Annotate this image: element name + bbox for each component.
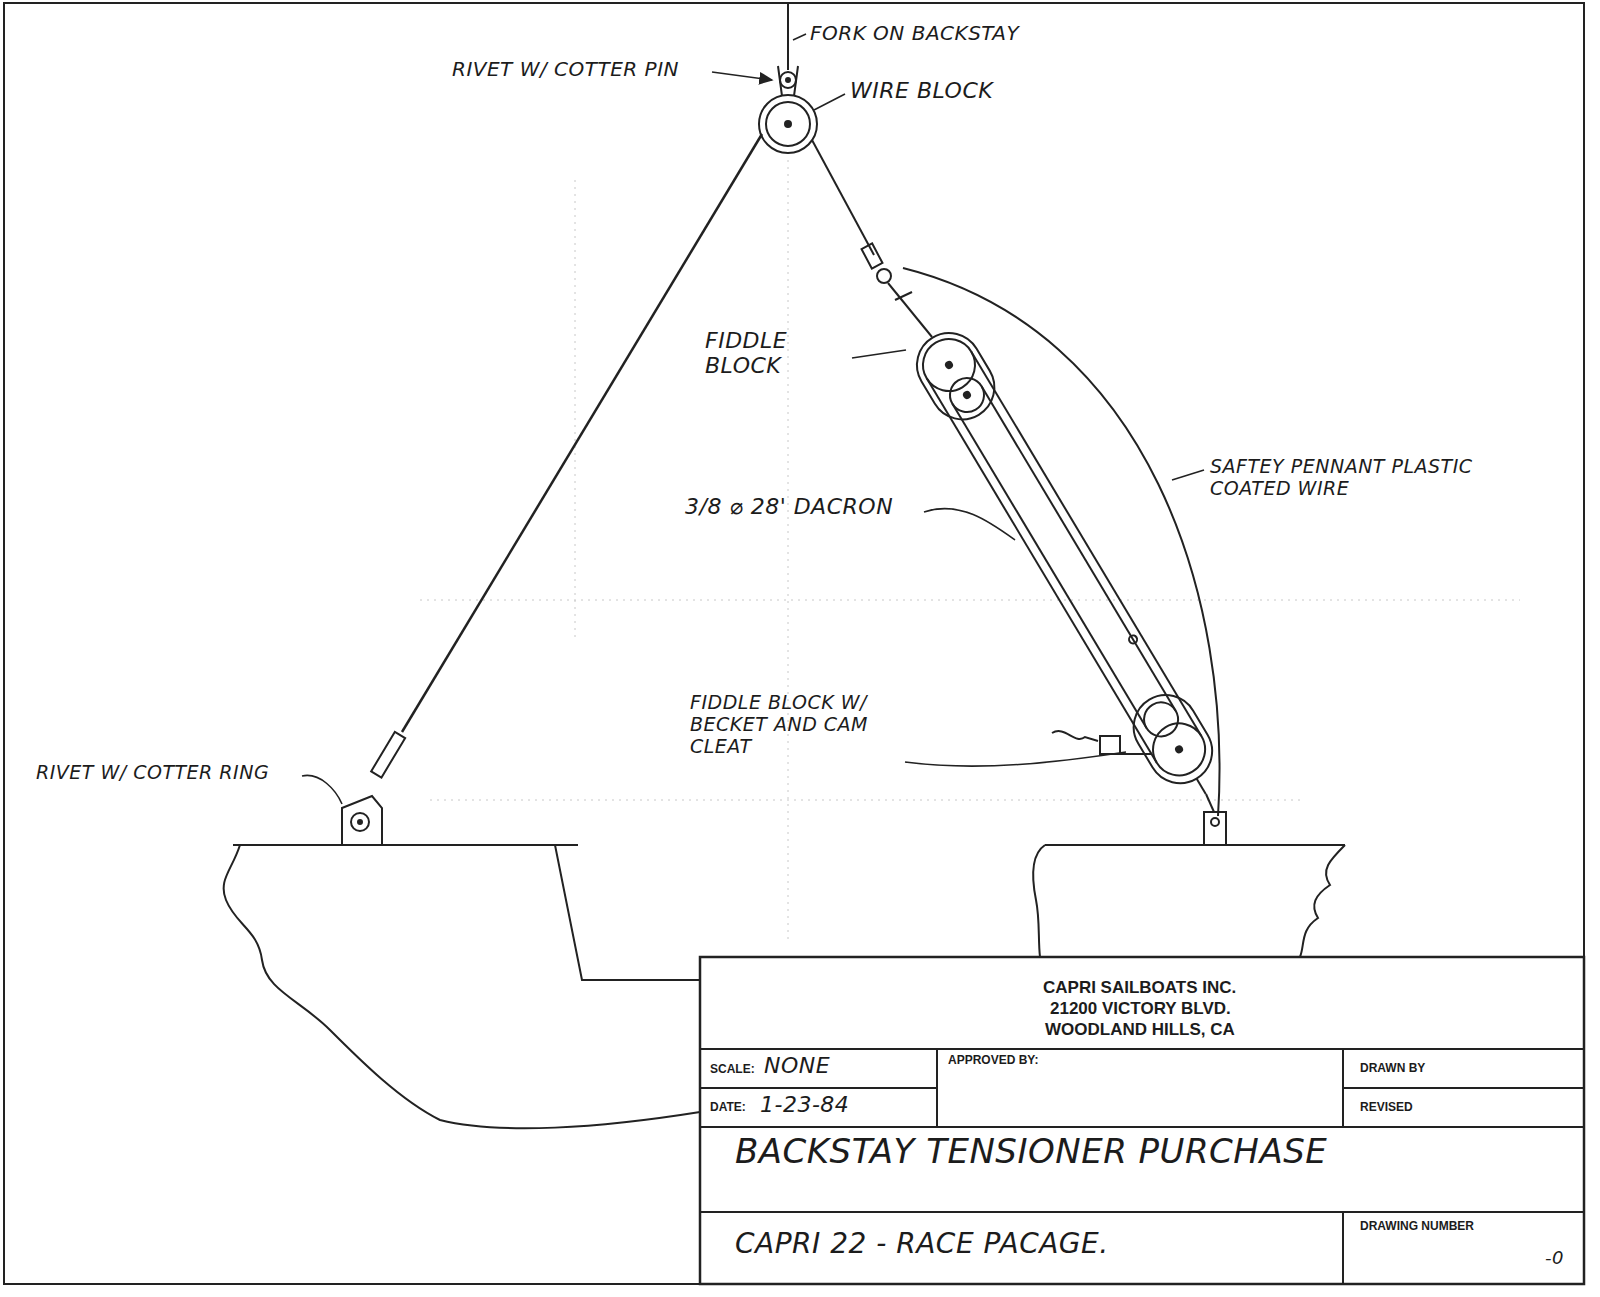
field-value: -0 xyxy=(1545,1248,1564,1269)
drawing-title: BACKSTAY TENSIONER PURCHASE xyxy=(735,1132,1327,1171)
part-label: FORK ON BACKSTAY xyxy=(810,22,1019,45)
leader-lines xyxy=(302,34,1204,804)
company-name: CAPRI SAILBOATS INC. xyxy=(1043,978,1236,998)
part-label: WIRE BLOCK xyxy=(850,78,993,103)
sheet-frame xyxy=(4,3,1584,1284)
part-label: RIVET W/ COTTER PIN xyxy=(452,58,679,81)
field-name: SCALE: xyxy=(710,1063,755,1077)
field-name: DRAWN BY xyxy=(1360,1062,1425,1076)
field-name: DATE: xyxy=(710,1101,746,1115)
grid-guides xyxy=(420,160,1520,940)
part-label: RIVET W/ COTTER RING xyxy=(36,762,269,784)
field-value: NONE xyxy=(764,1053,830,1078)
drawing-subtitle: CAPRI 22 - RACE PACAGE. xyxy=(735,1228,1109,1260)
part-label: FIDDLE BLOCK xyxy=(705,328,845,379)
field-name: DRAWING NUMBER xyxy=(1360,1220,1474,1234)
part-label: FIDDLE BLOCK W/ BECKET AND CAM CLEAT xyxy=(690,692,895,758)
field-name: REVISED xyxy=(1360,1101,1413,1115)
company-address: WOODLAND HILLS, CA xyxy=(1045,1020,1235,1040)
field-value: 1-23-84 xyxy=(760,1092,849,1117)
field-name: APPROVED BY: xyxy=(948,1054,1038,1068)
part-label: SAFTEY PENNANT PLASTIC COATED WIRE xyxy=(1210,456,1475,500)
company-address: 21200 VICTORY BLVD. xyxy=(1050,999,1231,1019)
illustration xyxy=(224,4,1584,1284)
part-label: 3/8 ⌀ 28' DACRON xyxy=(685,494,893,519)
